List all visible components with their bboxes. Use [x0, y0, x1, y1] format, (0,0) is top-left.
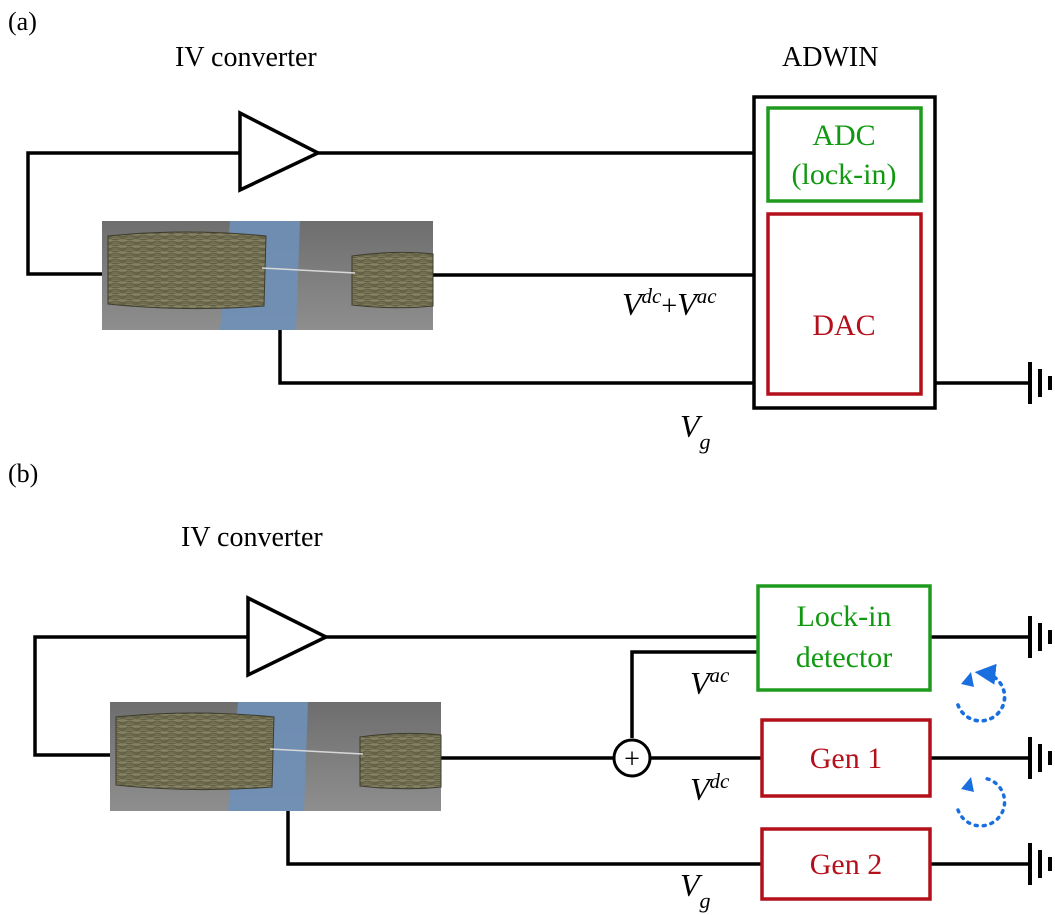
panel-a-amplifier-triangle-icon — [238, 110, 322, 193]
panel-b-lockin-ground-symbol-icon — [1028, 616, 1052, 658]
ground-loop-lower-arc — [956, 776, 1007, 828]
detector-label: detector — [796, 641, 893, 674]
panel-b-dc-voltage-label: Vdc — [690, 769, 730, 807]
gen2-label: Gen 2 — [810, 848, 882, 881]
panel-b-gate-wire — [286, 795, 762, 866]
panel-a-label: (a) — [8, 7, 37, 36]
panel-b-ac-wire — [630, 650, 758, 738]
panel-a-bias-voltage-label: Vdc+Vac — [622, 284, 717, 322]
panel-a: (a) IV converter ADWIN ADC (lock-in) DAC… — [8, 7, 1052, 454]
panel-b-device-micrograph — [110, 702, 442, 811]
panel-b: (b) IV converter + Lock-in detector — [8, 459, 1052, 913]
adc-lockin-label: (lock-in) — [792, 158, 897, 191]
gen1-box — [760, 718, 932, 798]
panel-a-device-micrograph — [102, 221, 434, 330]
adc-lockin-box — [766, 106, 923, 203]
panel-b-feedback-wire — [33, 635, 248, 757]
ground-loop-upper-arc — [956, 671, 1007, 723]
dac-box — [766, 212, 923, 396]
panel-a-instrument-title: ADWIN — [782, 42, 878, 73]
panel-b-label: (b) — [8, 459, 38, 488]
panel-b-gen1-ground-symbol-icon — [1028, 737, 1052, 779]
panel-b-summing-junction-icon: + — [612, 738, 652, 778]
ground-loop-upper-arrowhead-icon — [961, 672, 974, 687]
panel-a-amplifier-title: IV converter — [175, 42, 317, 73]
panel-b-gate-voltage-label: Vg — [680, 867, 711, 913]
gen2-box — [760, 827, 932, 901]
lockin-detector-box — [756, 584, 932, 692]
panel-b-gen2-ground-symbol-icon — [1028, 843, 1052, 885]
panel-a-gate-voltage-label: Vg — [680, 408, 711, 454]
panel-a-gate-wire — [278, 313, 754, 385]
lockin-label: Lock-in — [797, 600, 892, 633]
dac-label: DAC — [812, 309, 875, 342]
gen1-label: Gen 1 — [810, 742, 882, 775]
panel-b-amplifier-triangle-icon — [246, 595, 330, 678]
panel-a-feedback-wire — [26, 151, 240, 276]
adc-label: ADC — [812, 119, 875, 152]
ground-loop-lower-arrow-icon — [961, 777, 974, 792]
panel-b-amplifier-title: IV converter — [181, 522, 323, 553]
panel-b-ac-voltage-label: Vac — [690, 663, 730, 701]
summing-junction-symbol: + — [624, 744, 640, 775]
panel-a-ground-symbol-icon — [1028, 362, 1052, 404]
